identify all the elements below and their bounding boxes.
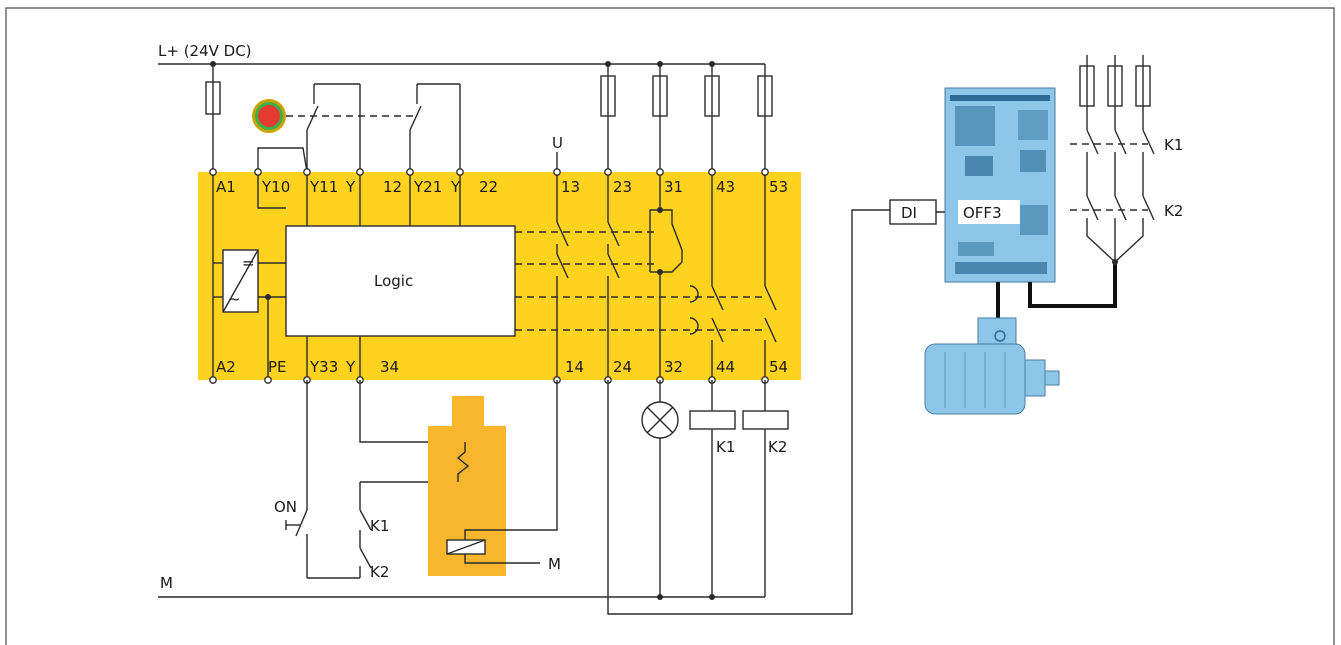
ground-label: M	[160, 574, 173, 592]
terminal-54: 54	[769, 358, 788, 376]
terminal-y11: Y11	[309, 178, 338, 196]
terminal-43: 43	[716, 178, 735, 196]
on-button-label: ON	[274, 498, 297, 516]
psu-dc-symbol: =	[242, 254, 255, 272]
estop-contact-2	[409, 83, 461, 172]
terminal-24: 24	[613, 358, 632, 376]
drive-unit-icon	[944, 87, 1056, 283]
safety-switch	[428, 380, 558, 576]
di-label: DI	[901, 204, 917, 222]
main-fuses	[1079, 55, 1151, 130]
terminal-22: 22	[479, 178, 498, 196]
drive-mode-label: OFF3	[963, 204, 1002, 222]
contactor-coils	[689, 380, 789, 597]
relay-internal-wiring	[212, 172, 461, 380]
signal-lamp-icon	[641, 380, 679, 597]
terminal-13: 13	[561, 178, 580, 196]
terminal-pe: PE	[268, 358, 287, 376]
terminal-44: 44	[716, 358, 735, 376]
terminal-23: 23	[613, 178, 632, 196]
terminal-y21: Y21	[413, 178, 442, 196]
di-box	[889, 199, 937, 225]
psu-ac-symbol: ~	[228, 290, 241, 308]
logic-label: Logic	[374, 272, 413, 290]
aux-contact-k1: K1	[370, 517, 389, 535]
aux-contact-k2: K2	[370, 563, 389, 581]
terminal-14: 14	[565, 358, 584, 376]
main-contactors	[1070, 129, 1155, 265]
main-contact-k2: K2	[1164, 202, 1183, 220]
terminal-34: 34	[380, 358, 399, 376]
on-button-icon	[285, 520, 300, 530]
terminal-y-c: Y	[345, 358, 356, 376]
supply-label: L+ (24V DC)	[158, 42, 252, 60]
u-label: U	[552, 134, 563, 152]
main-contact-k1: K1	[1164, 136, 1183, 154]
terminal-y10: Y10	[261, 178, 290, 196]
terminal-53: 53	[769, 178, 788, 196]
top-terminal-labels: A1 Y10 Y11 Y 12 Y21 Y 22 13 23 31 43 53	[216, 178, 788, 196]
output-contacts	[556, 172, 777, 380]
terminal-a1: A1	[216, 178, 236, 196]
coil-k2-label: K2	[768, 438, 787, 456]
terminal-y-a: Y	[345, 178, 356, 196]
terminal-32: 32	[664, 358, 683, 376]
supply-cable	[1028, 262, 1117, 308]
terminal-y33: Y33	[309, 358, 338, 376]
fuses	[205, 64, 773, 172]
coil-k1-label: K1	[716, 438, 735, 456]
terminal-points-top	[209, 168, 769, 176]
brake-coil-label: M	[548, 555, 561, 573]
motor-icon	[924, 317, 1060, 415]
power-supply-block: = ~	[222, 249, 259, 313]
bottom-terminal-labels: A2 PE Y33 Y 34 14 24 32 44 54	[216, 358, 788, 376]
terminal-31: 31	[664, 178, 683, 196]
terminal-y-b: Y	[450, 178, 461, 196]
logic-block	[285, 225, 516, 337]
estop-contact-1	[306, 83, 361, 172]
terminal-a2: A2	[216, 358, 236, 376]
y10-bridge	[257, 147, 308, 173]
frame	[5, 7, 1335, 645]
off3-box	[958, 200, 1020, 224]
di-wire	[607, 209, 890, 615]
emergency-stop-icon	[252, 99, 286, 133]
terminal-12: 12	[383, 178, 402, 196]
